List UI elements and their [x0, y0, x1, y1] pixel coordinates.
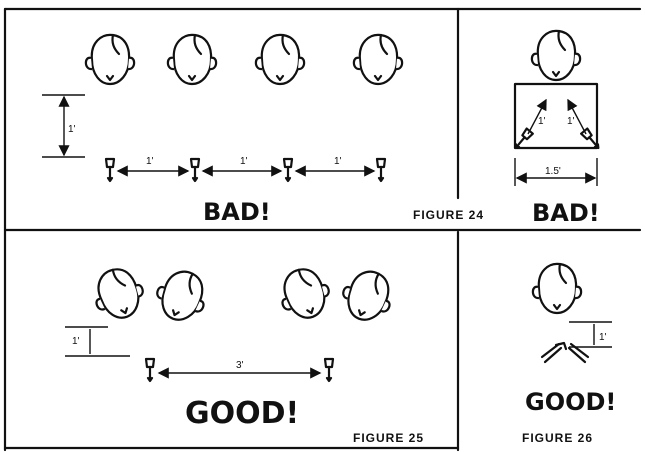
microphone-icon — [284, 159, 292, 181]
height-label: 1' — [599, 332, 607, 343]
crossed-microphones-icon — [542, 343, 588, 362]
head-icon — [533, 264, 581, 313]
head-icon — [354, 35, 402, 84]
figure-26: 1' GOOD! FIGURE 26 — [522, 264, 616, 445]
width-label: 1.5' — [545, 166, 561, 177]
head-icon — [532, 31, 580, 80]
verdict-text: BAD! — [203, 198, 271, 226]
microphone-icon — [106, 159, 114, 181]
spacing-label: 1' — [334, 156, 342, 167]
head-icon — [273, 262, 335, 325]
angle-label: 1' — [538, 116, 546, 127]
head-icon — [256, 35, 304, 84]
height-label: 1' — [68, 124, 76, 135]
side-verdict-text: BAD! — [532, 199, 600, 227]
angle-label: 1' — [567, 116, 575, 127]
verdict-text: GOOD! — [185, 396, 299, 431]
microphone-icon — [146, 359, 154, 381]
spacing-label: 1' — [146, 156, 154, 167]
microphone-icon — [325, 359, 333, 381]
height-label: 1' — [72, 336, 80, 347]
spacing-label: 3' — [236, 360, 244, 371]
microphone-icon — [377, 159, 385, 181]
figure-caption: FIGURE 24 — [413, 208, 484, 222]
head-icon — [150, 264, 212, 327]
head-icon — [86, 35, 134, 84]
microphone-icon — [191, 159, 199, 181]
verdict-text: GOOD! — [525, 388, 616, 416]
figure-caption: FIGURE 26 — [522, 431, 593, 445]
figure-24: 1' 1' 1' 1' BAD! FIGURE 24 1' 1' 1.5' BA… — [42, 31, 601, 227]
head-icon — [168, 35, 216, 84]
head-icon — [336, 264, 398, 327]
spacing-label: 1' — [240, 156, 248, 167]
head-icon — [87, 262, 149, 325]
figure-caption: FIGURE 25 — [353, 431, 424, 445]
figure-25: 1' 3' GOOD! FIGURE 25 — [65, 262, 424, 445]
